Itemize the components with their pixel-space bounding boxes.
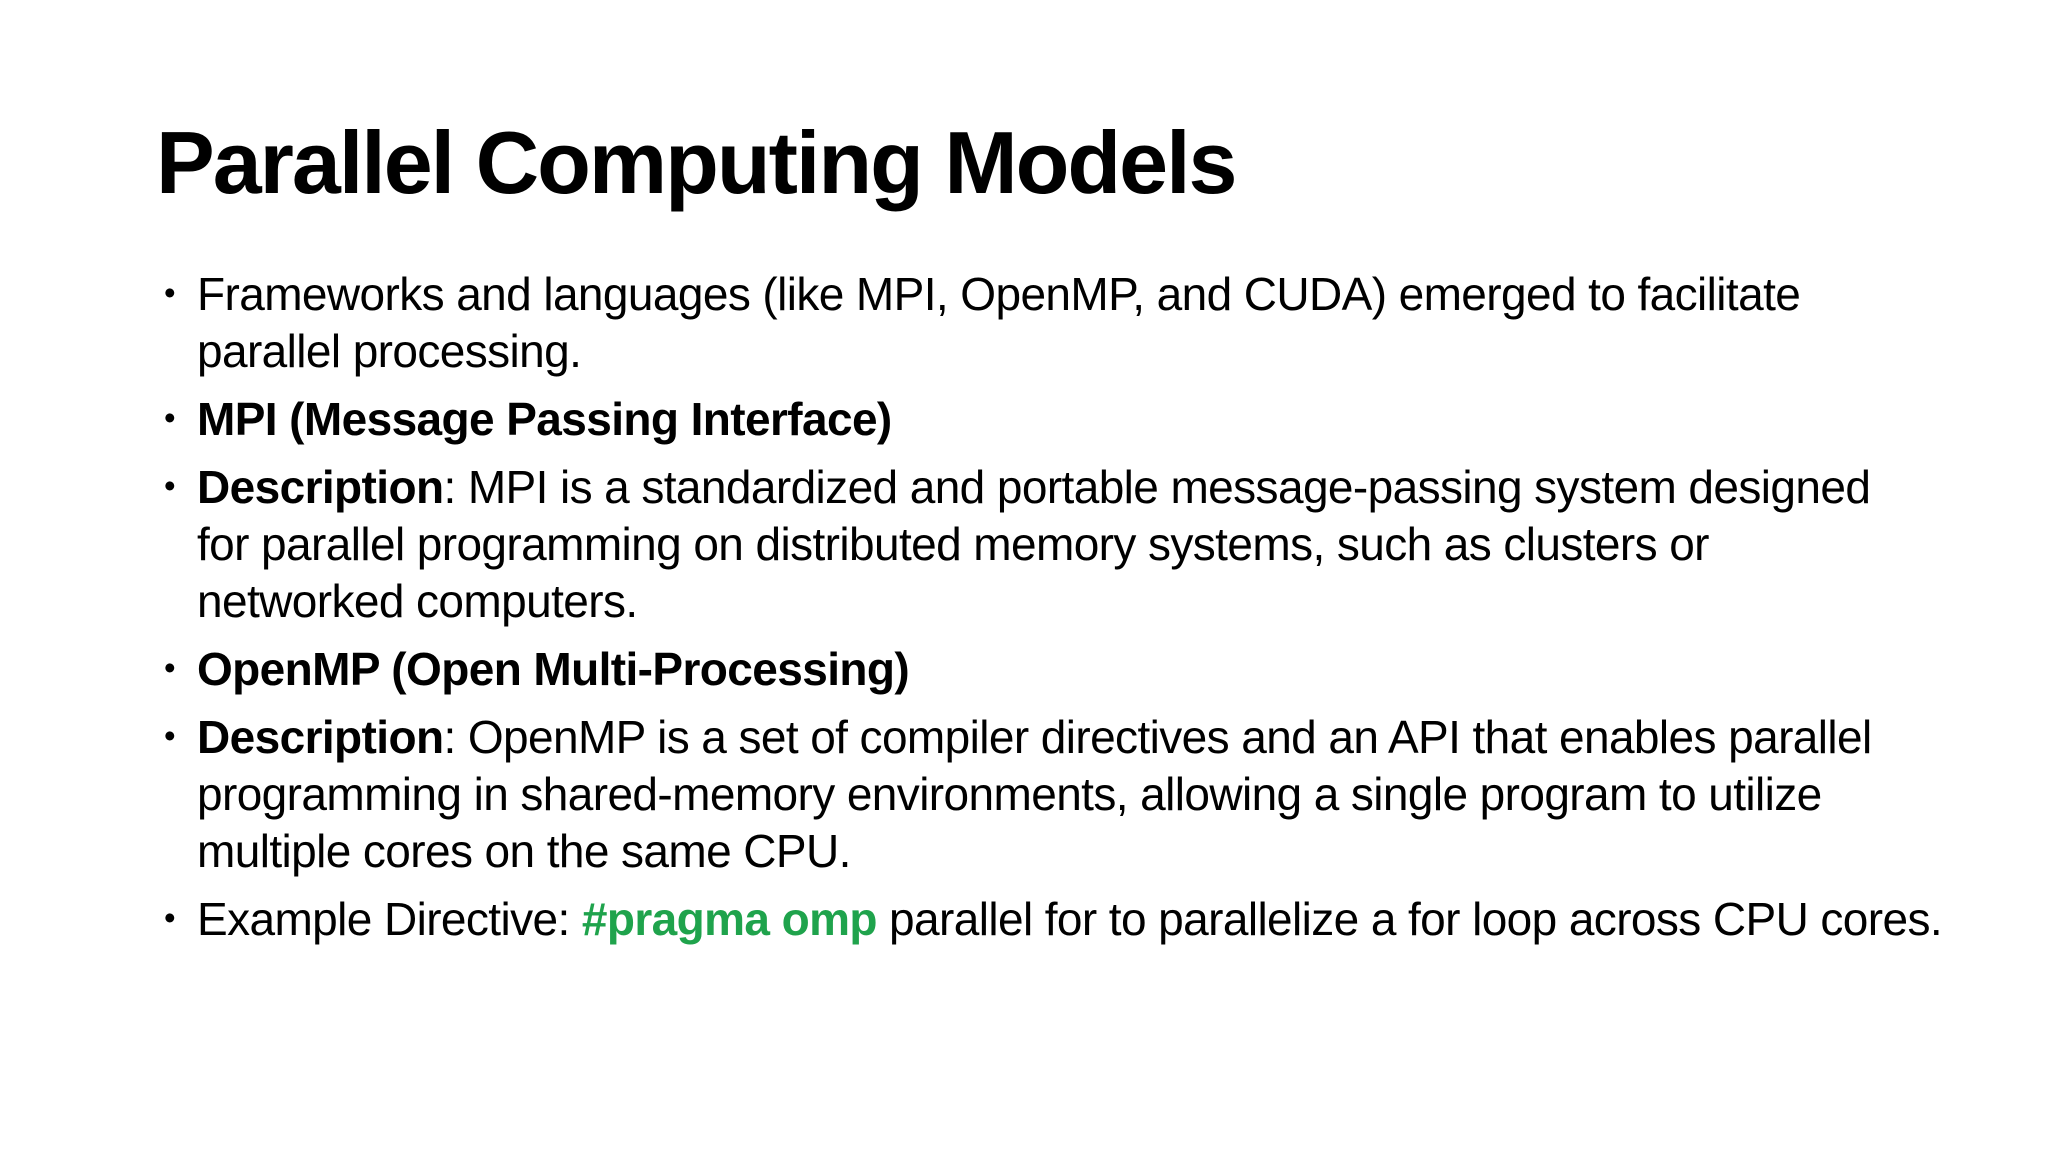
bullet-openmp-heading: • OpenMP (Open Multi-Processing) <box>158 641 1903 698</box>
description-label: Description <box>197 461 444 513</box>
pragma-omp-code: #pragma omp <box>581 893 878 945</box>
bullet-icon: • <box>164 468 176 505</box>
bullet-example-directive: • Example Directive: #pragma omp paralle… <box>158 891 1943 948</box>
bullet-frameworks: • Frameworks and languages (like MPI, Op… <box>158 266 1903 380</box>
bullet-mpi-heading-text: MPI (Message Passing Interface) <box>197 393 892 445</box>
bullet-openmp-description: • Description: OpenMP is a set of compil… <box>158 709 1903 880</box>
slide-title: Parallel Computing Models <box>156 113 1237 212</box>
description-label: Description <box>197 711 444 763</box>
bullet-icon: • <box>164 718 176 755</box>
bullet-icon: • <box>164 650 176 687</box>
bullet-mpi-heading: • MPI (Message Passing Interface) <box>158 391 1903 448</box>
bullet-icon: • <box>164 400 176 437</box>
bullet-openmp-heading-text: OpenMP (Open Multi-Processing) <box>197 643 910 695</box>
example-directive-prefix: Example Directive: <box>197 893 582 945</box>
bullet-icon: • <box>164 900 176 937</box>
bullet-mpi-description: • Description: MPI is a standardized and… <box>158 459 1903 630</box>
bullet-mpi-description-text: : MPI is a standardized and portable mes… <box>197 461 1871 627</box>
bullet-frameworks-text: Frameworks and languages (like MPI, Open… <box>197 268 1801 377</box>
bullet-icon: • <box>164 275 176 312</box>
bullet-list: • Frameworks and languages (like MPI, Op… <box>158 266 1943 948</box>
example-directive-suffix: parallel for to parallelize a for loop a… <box>876 893 1943 945</box>
bullet-openmp-description-text: : OpenMP is a set of compiler directives… <box>197 711 1872 877</box>
